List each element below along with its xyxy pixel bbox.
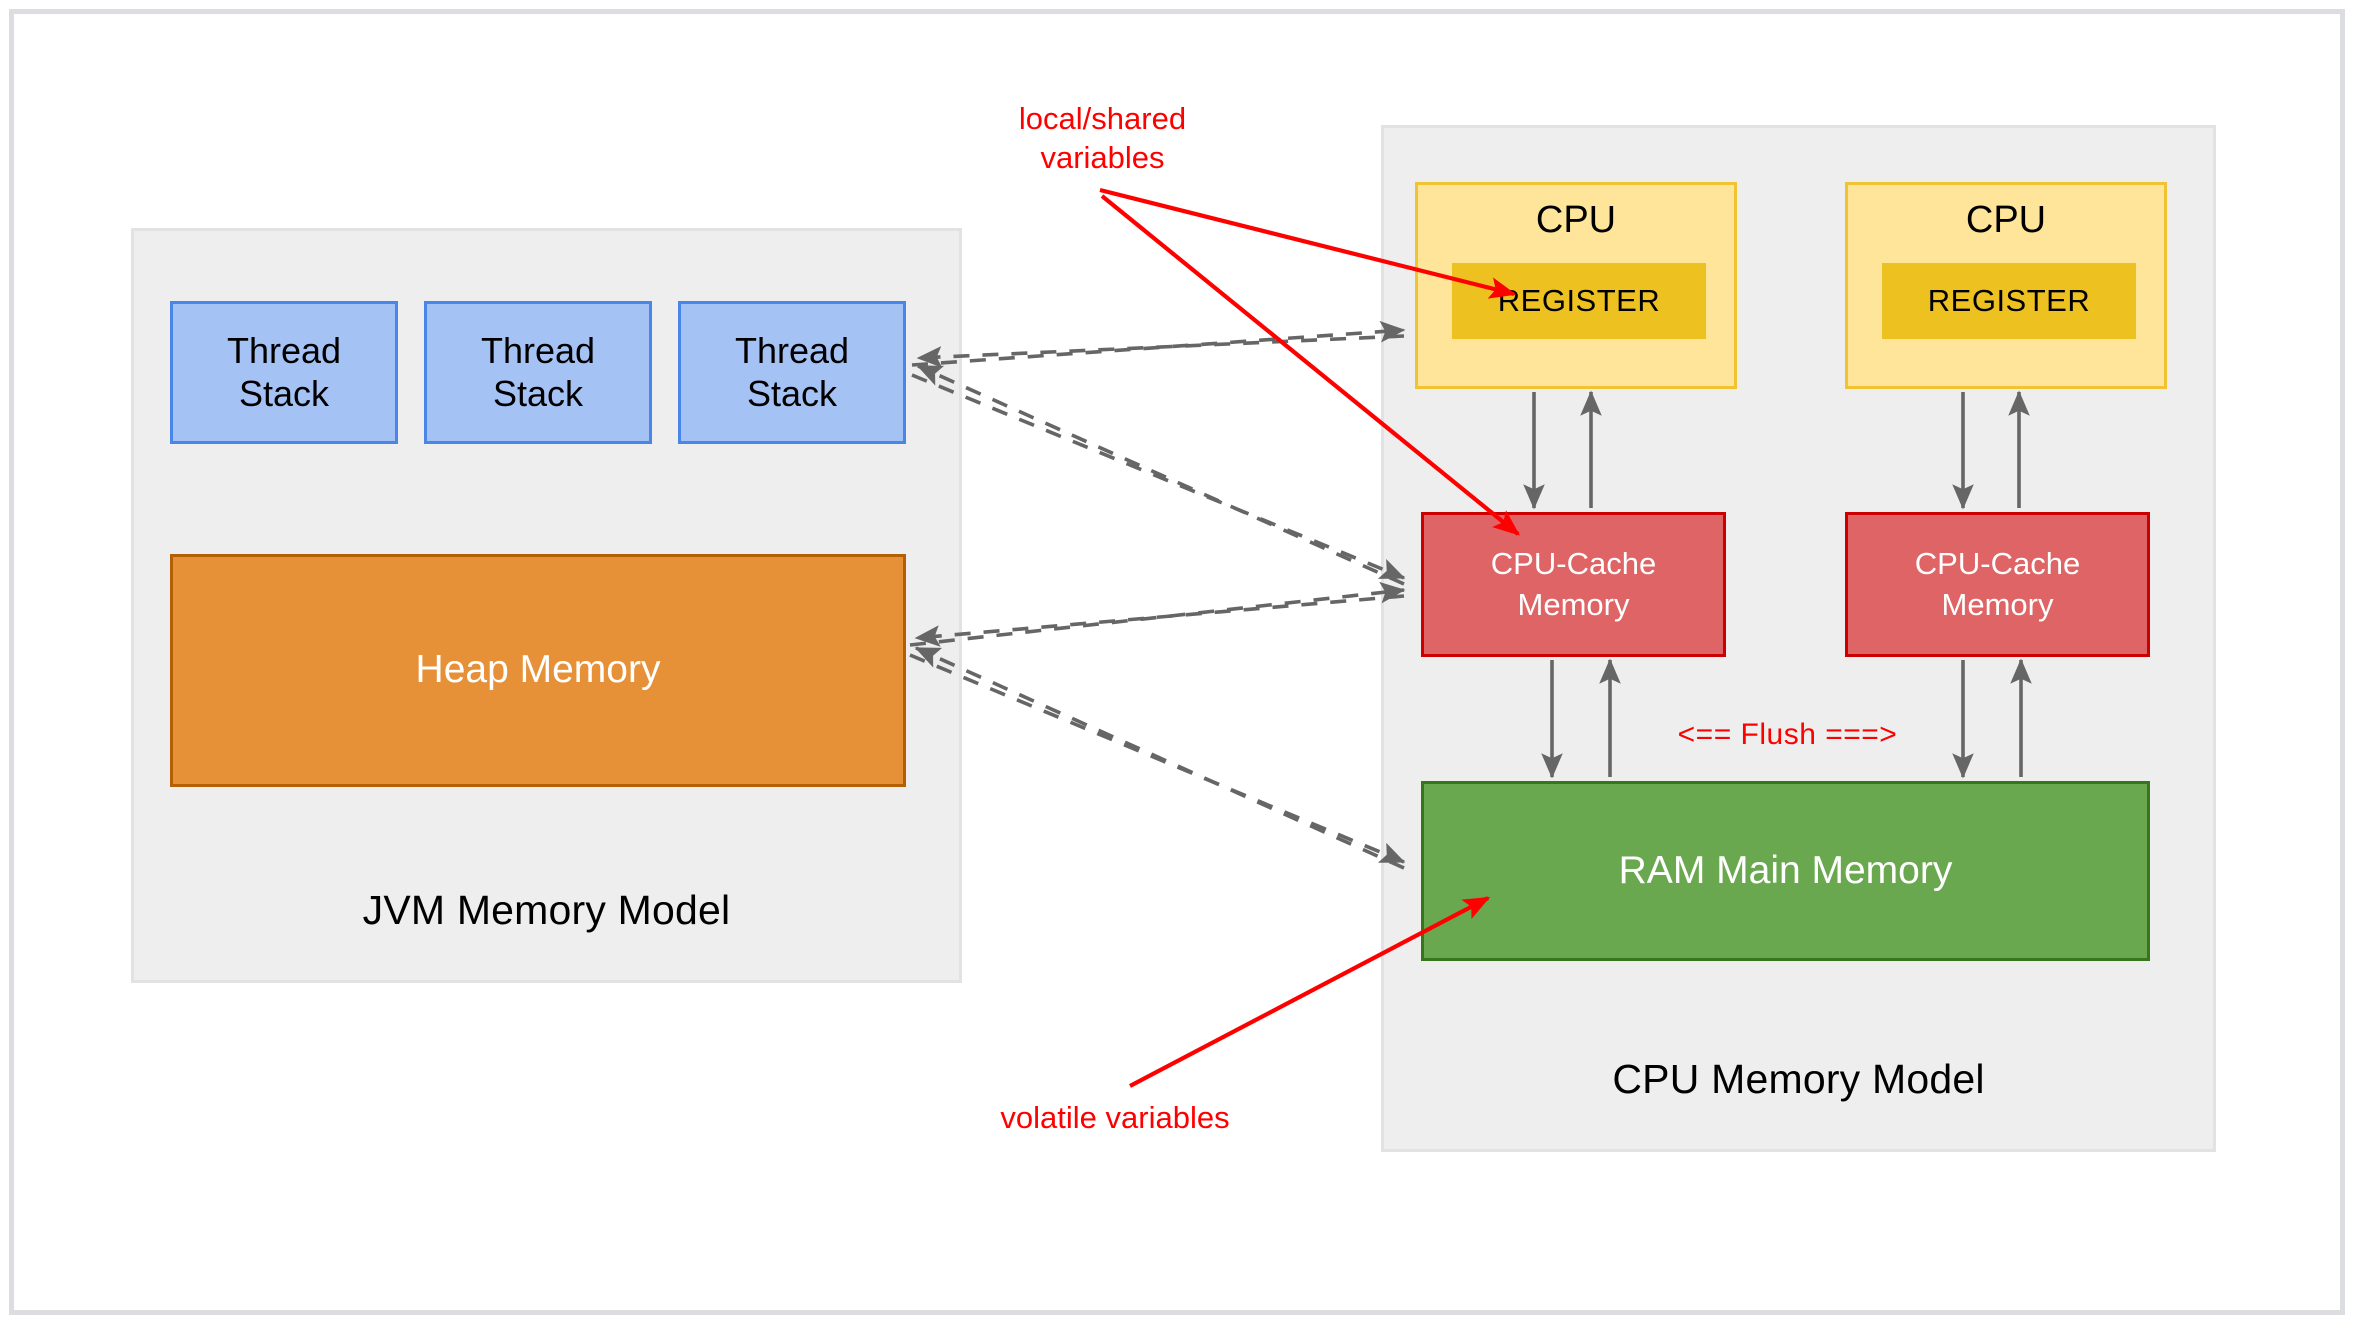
- thread-stack-box-3[interactable]: Thread Stack: [678, 301, 906, 444]
- cpu-cache-memory-box-2[interactable]: CPU-Cache Memory: [1845, 512, 2150, 657]
- heap-memory-box[interactable]: Heap Memory: [170, 554, 906, 787]
- ram-main-memory-box[interactable]: RAM Main Memory: [1421, 781, 2150, 961]
- cpu-box-1[interactable]: CPU REGISTER: [1415, 182, 1737, 389]
- jvm-panel-title: JVM Memory Model: [362, 887, 731, 933]
- cpu-cache-label-2: CPU-Cache Memory: [1914, 546, 2081, 622]
- cpu-box-2[interactable]: CPU REGISTER: [1845, 182, 2167, 389]
- thread-stack-label-3: Thread Stack: [734, 330, 850, 414]
- thread-stack-box-2[interactable]: Thread Stack: [424, 301, 652, 444]
- thread-stack-label-1: Thread Stack: [226, 330, 342, 414]
- heap-memory-label: Heap Memory: [415, 648, 661, 692]
- cpu-cache-label-1: CPU-Cache Memory: [1490, 546, 1657, 622]
- register-label-2: REGISTER: [1927, 283, 2091, 318]
- cpu-cache-memory-box-1[interactable]: CPU-Cache Memory: [1421, 512, 1726, 657]
- register-label-1: REGISTER: [1497, 283, 1661, 318]
- annotation-volatile-variables: volatile variables: [1000, 1100, 1230, 1135]
- register-box-2[interactable]: REGISTER: [1882, 263, 2136, 339]
- cpu-panel-title: CPU Memory Model: [1612, 1056, 1985, 1102]
- thread-stack-label-2: Thread Stack: [480, 330, 596, 414]
- cpu-label-2: CPU: [1965, 199, 2047, 241]
- ram-main-memory-label: RAM Main Memory: [1618, 849, 1953, 892]
- annotation-local-shared-variables: local/shared variables: [1018, 101, 1187, 175]
- register-box-1[interactable]: REGISTER: [1452, 263, 1706, 339]
- thread-stack-box-1[interactable]: Thread Stack: [170, 301, 398, 444]
- flush-label: <== Flush ===>: [1677, 718, 1898, 751]
- cpu-label-1: CPU: [1535, 199, 1617, 241]
